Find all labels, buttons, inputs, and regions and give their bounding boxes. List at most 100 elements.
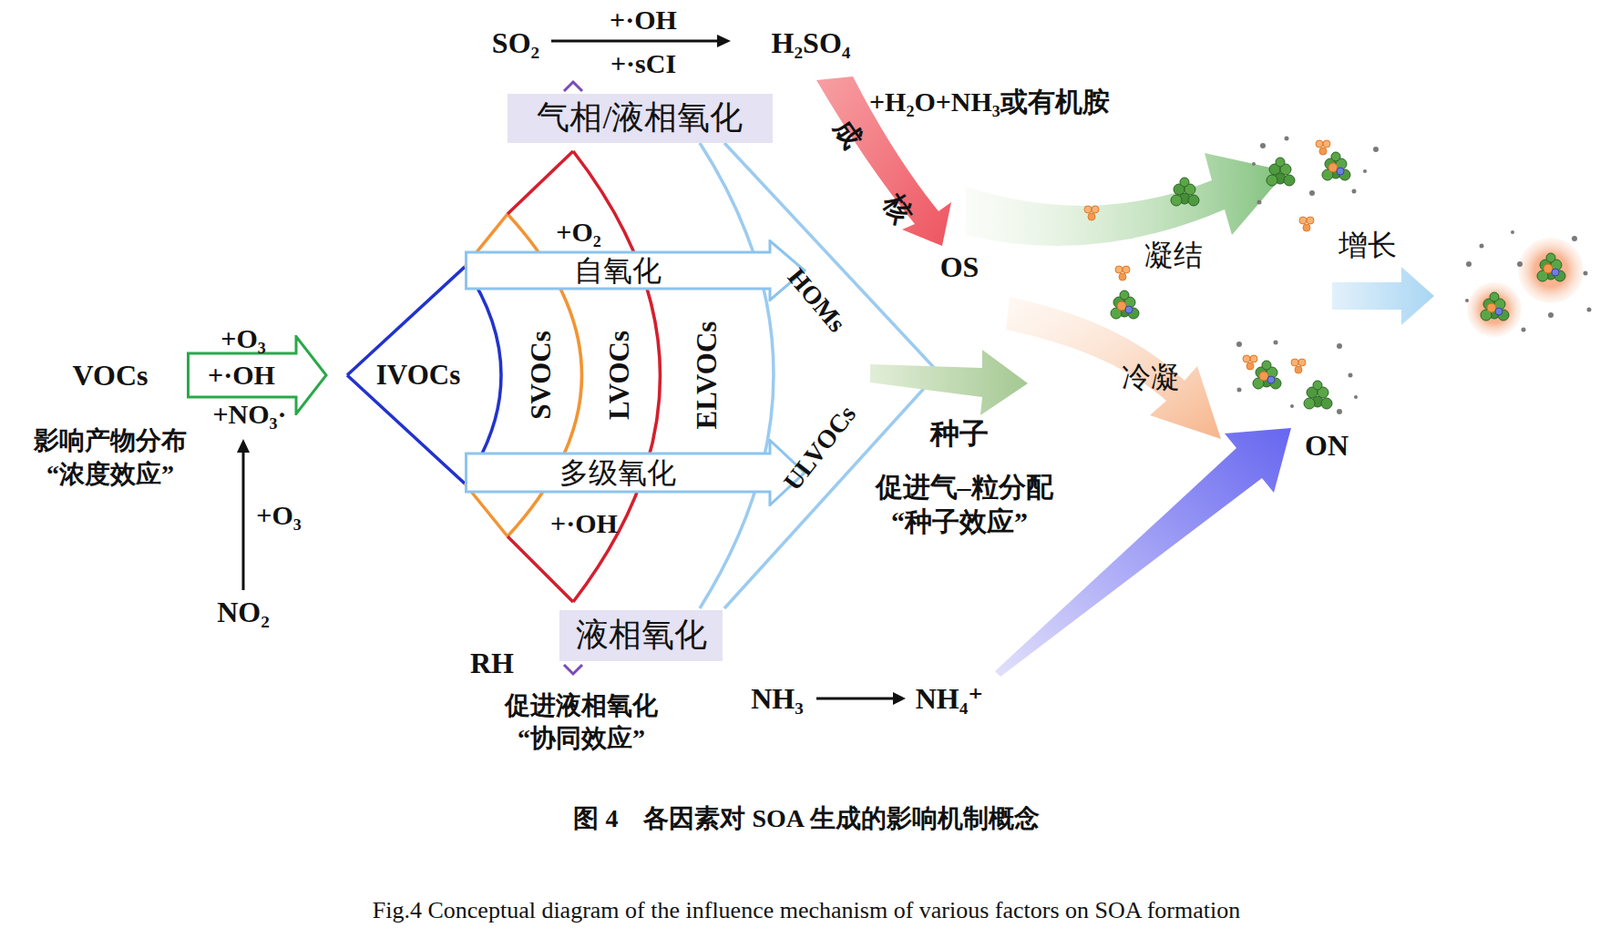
caption-english: Fig.4 Conceptual diagram of the influenc… <box>372 897 1241 925</box>
dots-part <box>1348 373 1354 379</box>
reagent: +O₃ <box>256 500 301 533</box>
reagent: +NO₃· <box>212 399 287 431</box>
arrow-outline <box>466 441 806 506</box>
factor-label: 种子 <box>930 417 989 452</box>
particles-part <box>1115 266 1130 281</box>
dots-part <box>1521 328 1527 333</box>
product-class: IVOCs <box>376 358 461 392</box>
so2-arrow <box>551 34 731 48</box>
reagent: +O₃ <box>220 323 266 356</box>
product-lens-part <box>464 266 502 484</box>
particles-part <box>1170 177 1200 206</box>
no2-arrow-part <box>242 450 246 591</box>
factor-label: RH <box>470 646 514 681</box>
dots-part <box>1352 189 1357 195</box>
species-label: VOCs <box>72 358 149 393</box>
effect-note: “协同效应” <box>517 724 646 754</box>
so2-arrow-part <box>717 34 731 48</box>
node-text: 多级氧化 <box>559 456 677 491</box>
product-lens <box>347 143 939 609</box>
reagent: +O₂ <box>555 216 601 249</box>
dots-part <box>1309 190 1315 196</box>
effect-note: 影响产物分布 <box>33 426 187 456</box>
node-text: 自氧化 <box>574 254 662 288</box>
particles-part <box>1242 355 1258 370</box>
dots-part <box>1237 388 1242 393</box>
chevron <box>564 665 583 675</box>
figure-caption: 图 4 各因素对 SOA 生成的影响机制概念 <box>573 804 1039 834</box>
product-label: ON <box>1304 429 1349 463</box>
product-class: ULVOCs <box>778 400 862 497</box>
formula: NH₃ <box>750 682 804 717</box>
particles-part <box>1480 292 1509 321</box>
particles-part <box>1466 282 1522 338</box>
dots-part <box>1373 146 1379 153</box>
growth-arrow <box>1332 266 1435 326</box>
nh3-arrow-part <box>892 692 906 706</box>
aqueous-box: 液相氧化 <box>559 610 723 662</box>
product-class: HOMs <box>781 263 852 339</box>
formula: NH₄⁺ <box>915 682 984 717</box>
particles-part <box>1517 237 1584 304</box>
node-text: +·OH <box>207 359 276 392</box>
effect-note: “种子效应” <box>891 506 1028 539</box>
oxidation-box: 气相/液相氧化 <box>507 93 773 144</box>
formula: SO₂ <box>492 26 540 61</box>
effect-note: 促进气–粒分配 <box>875 471 1054 504</box>
particles-part <box>1266 157 1295 186</box>
reagent: +·OH <box>609 4 677 37</box>
particles-part <box>1315 140 1331 155</box>
product-lens-part <box>347 266 465 484</box>
nh3-arrow-part <box>816 697 895 701</box>
node-text: 液相氧化 <box>575 616 708 655</box>
multistep-arrow: 多级氧化 <box>464 439 807 507</box>
product-label: OS <box>940 250 980 285</box>
reagent: +H₂O+NH₃或有机胺 <box>869 86 1110 119</box>
dots-part <box>1587 307 1592 313</box>
process-label: 凝结 <box>1144 238 1203 273</box>
particles-part <box>1110 290 1139 319</box>
node-text: 气相/液相氧化 <box>536 99 743 137</box>
so2-arrow-part <box>551 40 720 43</box>
dots-part <box>1236 341 1242 348</box>
dots-part <box>1284 136 1290 142</box>
dots-part <box>1336 343 1343 349</box>
product-class: ELVOCs <box>690 321 724 431</box>
dots-part <box>1583 271 1589 277</box>
dots-part <box>1363 169 1367 174</box>
product-class: LVOCs <box>603 330 636 421</box>
dots-part <box>1510 230 1515 235</box>
dots-part <box>1353 395 1358 400</box>
dots-part <box>1260 143 1266 149</box>
effect-note: “浓度效应” <box>46 460 175 490</box>
condensation-arrow <box>965 153 1287 247</box>
reagent: +·sCI <box>610 48 677 81</box>
formula: H₂SO₄ <box>771 26 852 61</box>
product-class: SVOCs <box>524 330 558 421</box>
chevron <box>564 82 583 92</box>
process-label: 增长 <box>1338 228 1397 263</box>
particles-part <box>1291 358 1306 374</box>
ammonium-arrow <box>994 428 1292 677</box>
autoxidation-arrow: 自氧化 <box>464 239 807 302</box>
dots-part <box>1517 261 1523 267</box>
arrow-outline <box>466 241 806 301</box>
nh3-arrow <box>816 692 906 706</box>
dots-part <box>1466 261 1472 267</box>
particles-part <box>1537 253 1566 282</box>
particles <box>1084 140 1584 410</box>
seed-arrow <box>870 349 1028 416</box>
particles-part <box>1322 152 1351 181</box>
dots-part <box>1465 298 1469 303</box>
particles-part <box>1252 360 1282 390</box>
no2-arrow-part <box>236 439 250 453</box>
particles-part <box>1299 216 1314 232</box>
reagent: +·OH <box>550 508 618 541</box>
formula: NO₂ <box>216 595 270 630</box>
process-label: 冷凝 <box>1121 360 1180 395</box>
dots-part <box>1479 244 1485 249</box>
dots-part <box>1273 340 1279 346</box>
dots <box>1236 136 1592 416</box>
dots-part <box>1290 404 1294 409</box>
